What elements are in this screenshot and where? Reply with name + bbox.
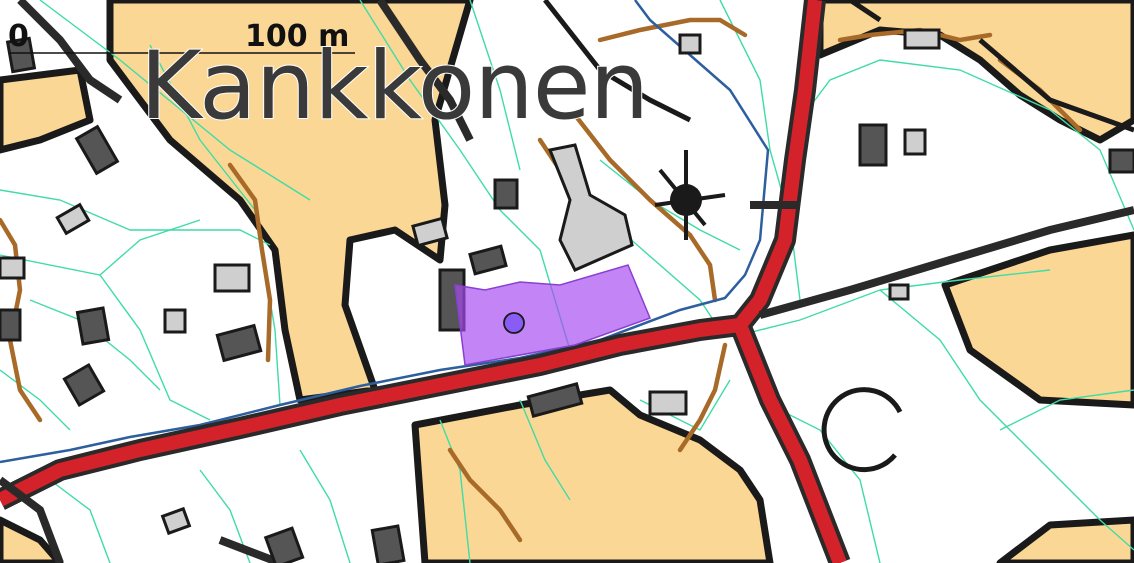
building [678,33,702,55]
building [411,216,449,248]
building [648,390,688,416]
trail-3 [447,447,523,543]
trail-4 [572,112,718,303]
building [888,283,910,301]
building [493,178,519,210]
main-road [0,0,851,563]
building [903,128,927,156]
field-top-left [0,66,94,154]
trail-1 [227,162,273,363]
trail-8 [597,17,748,43]
highlighted-parcel[interactable] [454,264,651,366]
church-symbol-icon [654,150,726,240]
open-circle-symbol [821,387,903,473]
building [370,524,406,563]
building [74,124,120,176]
yard-outlines [543,0,1134,133]
building [903,28,941,50]
building [468,244,508,276]
building [0,256,26,280]
field-bottom-left [0,516,64,563]
field-bottom-right [996,516,1134,563]
building [160,506,192,536]
building [0,308,22,342]
building [1108,148,1134,174]
trail-5 [677,342,728,453]
building [858,123,888,167]
church-building [547,143,634,272]
building [163,308,187,334]
circle-marker-icon[interactable] [503,312,525,334]
building [215,323,263,363]
scale-bar-start-label: 0 [8,19,29,54]
building [526,382,584,418]
building [55,202,91,236]
building [62,362,106,408]
place-name-label: Kankkonen [139,32,650,141]
water-line [0,0,770,464]
building [213,263,251,293]
field-top-center [106,0,474,404]
building [75,306,111,346]
building [263,526,305,563]
scale-bar-end-label: 100 m [245,19,350,54]
field-right [941,231,1134,409]
